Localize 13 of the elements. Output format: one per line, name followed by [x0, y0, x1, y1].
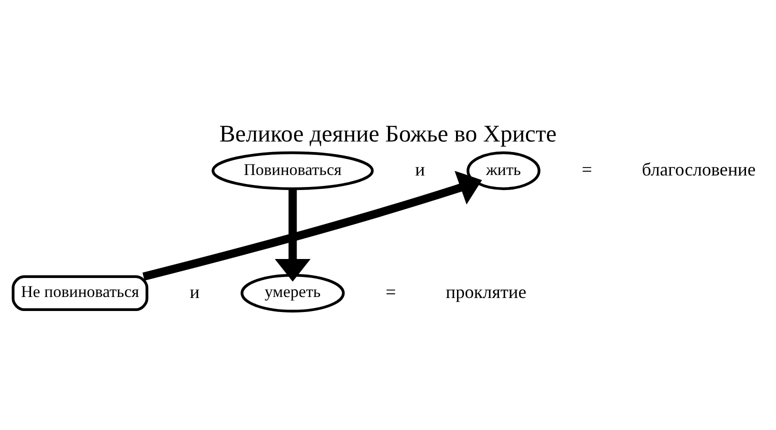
node-box: Не повиноваться [12, 275, 148, 312]
node-ellipse: умереть [240, 274, 345, 313]
label: = [582, 159, 592, 180]
diagram-title: Великое деяние Божье во Христе [219, 121, 557, 148]
arrow [274, 188, 311, 282]
arrow [142, 170, 482, 281]
label: проклятие [446, 282, 526, 302]
node-ellipse: жить [466, 151, 540, 190]
label: благословение [642, 159, 756, 180]
node-ellipse: Повиноваться [212, 151, 374, 190]
label: и [415, 159, 425, 180]
label: и [190, 282, 200, 302]
label: = [386, 282, 396, 302]
